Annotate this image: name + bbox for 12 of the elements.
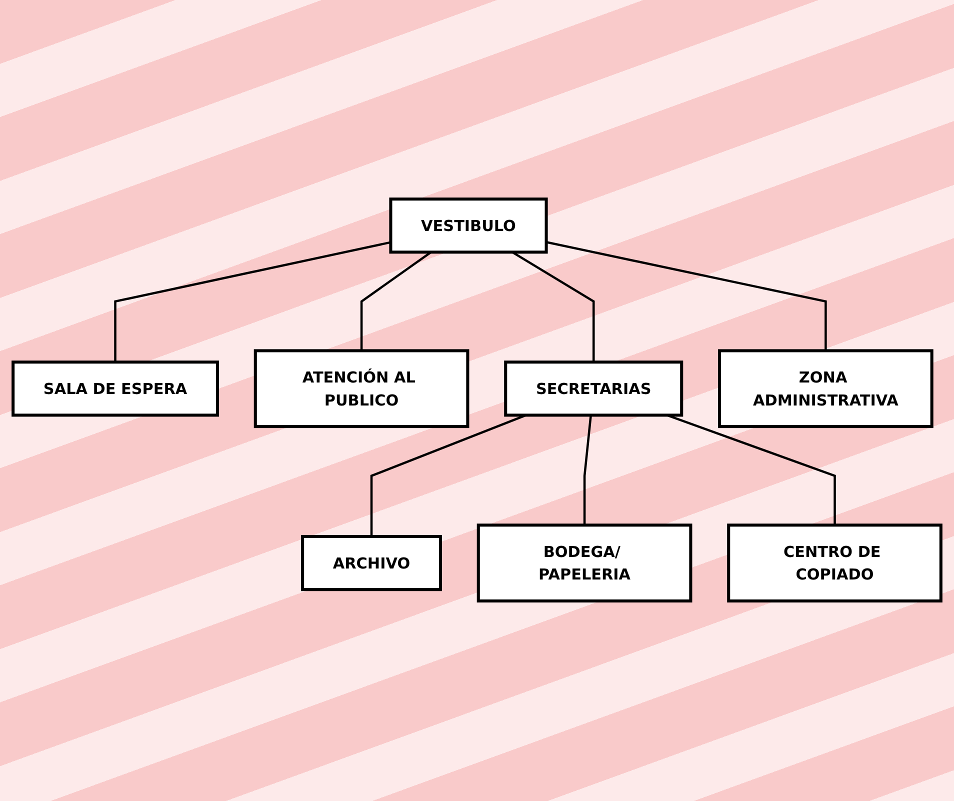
node-box (389, 198, 548, 254)
node-box (254, 350, 470, 429)
node-box (476, 524, 692, 603)
node-box (718, 350, 934, 429)
node-box (727, 524, 942, 603)
org-chart: VESTIBULO SALA DE ESPERA ATENCIÓN AL PUBLICO SECRETARIAS ZONA ADMINISTRATIVA ARCHIVO BODEGA/ PAPELERIA CENTRO DE COPIADO (7, 193, 947, 608)
node-box (504, 361, 684, 418)
node-box (12, 361, 219, 418)
connector (546, 241, 827, 352)
connector (114, 242, 391, 363)
node-box (301, 535, 442, 592)
connector (583, 416, 592, 526)
